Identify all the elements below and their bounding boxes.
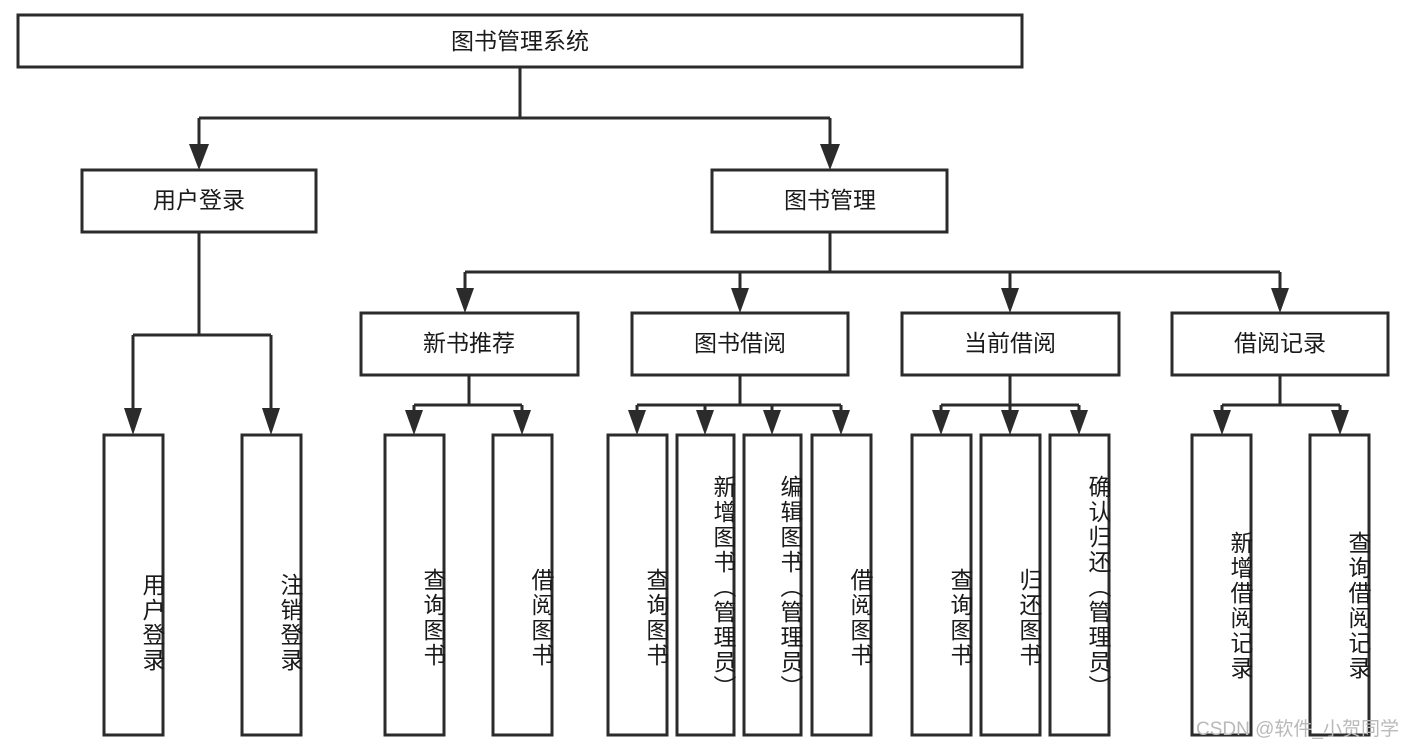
arrow-to-leaf-borrow-book-2 — [832, 410, 850, 435]
connector-layer — [124, 67, 1349, 435]
node-leaf-edit-book-box[interactable] — [742, 433, 803, 737]
node-user-login-label: 用户登录 — [153, 187, 245, 213]
node-user-login-box[interactable] — [80, 168, 318, 234]
node-book-management-box[interactable] — [710, 168, 949, 234]
arrow-to-leaf-add-book — [696, 410, 714, 435]
node-leaf-borrow-book-2-box[interactable] — [810, 433, 873, 737]
arrow-to-leaf-query-record — [1331, 410, 1349, 435]
arrow-to-leaf-confirm-return — [1070, 410, 1088, 435]
arrow-to-leaf-add-record — [1213, 410, 1231, 435]
node-leaf-user-login-box[interactable] — [102, 433, 165, 737]
node-leaf-borrow-book-1-box[interactable] — [491, 433, 554, 737]
arrow-to-new-book-recommend — [456, 288, 474, 313]
arrow-to-borrow-record — [1271, 288, 1289, 313]
node-current-borrow-label: 当前借阅 — [964, 330, 1056, 356]
node-borrow-record[interactable]: 借阅记录 — [1170, 311, 1390, 377]
node-leaf-query-book-2-box[interactable] — [606, 433, 669, 737]
node-book-management-label: 图书管理 — [784, 187, 876, 213]
node-leaf-query-record-box[interactable] — [1308, 433, 1371, 737]
node-borrow-record-label: 借阅记录 — [1234, 330, 1326, 356]
node-current-borrow[interactable]: 当前借阅 — [900, 311, 1121, 377]
node-leaf-return-book-box[interactable] — [979, 433, 1042, 737]
arrow-root-to-book-management — [820, 144, 840, 170]
arrow-to-leaf-edit-book — [763, 410, 781, 435]
node-book-management[interactable]: 图书管理 — [710, 168, 949, 234]
arrow-to-leaf-logout-login — [262, 408, 280, 435]
node-leaf-add-book-box[interactable] — [675, 433, 736, 737]
node-new-book-recommend-label: 新书推荐 — [423, 330, 515, 356]
arrow-to-leaf-query-book-1 — [405, 410, 423, 435]
node-leaf-confirm-return-box[interactable] — [1048, 433, 1111, 737]
arrow-to-leaf-query-book-3 — [932, 410, 950, 435]
node-current-borrow-box[interactable] — [900, 311, 1121, 377]
arrow-to-book-borrow — [731, 288, 749, 313]
arrow-to-leaf-query-book-2 — [628, 410, 646, 435]
node-leaf-query-book-1-box[interactable] — [383, 433, 446, 737]
arrow-root-to-user-login — [189, 144, 209, 170]
node-leaf-query-book-3-box[interactable] — [910, 433, 973, 737]
arrow-to-leaf-return-book — [1001, 410, 1019, 435]
node-user-login[interactable]: 用户登录 — [80, 168, 318, 234]
node-book-borrow[interactable]: 图书借阅 — [630, 311, 850, 377]
node-book-borrow-label: 图书借阅 — [694, 330, 786, 356]
node-new-book-recommend[interactable]: 新书推荐 — [359, 311, 580, 377]
arrow-to-leaf-user-login — [124, 408, 142, 435]
node-new-book-recommend-box[interactable] — [359, 311, 580, 377]
node-leaf-add-record-box[interactable] — [1190, 433, 1253, 737]
node-root-label: 图书管理系统 — [451, 28, 589, 54]
arrow-to-leaf-borrow-book-1 — [513, 410, 531, 435]
node-borrow-record-box[interactable] — [1170, 311, 1390, 377]
node-book-borrow-box[interactable] — [630, 311, 850, 377]
csdn-watermark: CSDN @软件_小贺同学 — [1196, 719, 1399, 740]
arrow-to-current-borrow — [1001, 288, 1019, 313]
node-root[interactable]: 图书管理系统 — [16, 13, 1024, 69]
node-root-box[interactable] — [16, 13, 1024, 69]
node-leaf-logout-login-box[interactable] — [240, 433, 303, 737]
